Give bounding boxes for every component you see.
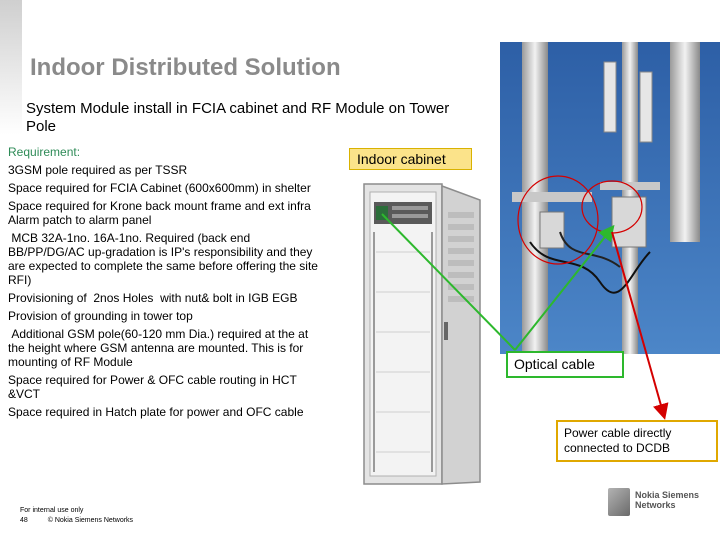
footer-row: 48 © Nokia Siemens Networks (20, 516, 151, 526)
requirements-list: Requirement: 3GSM pole required as per T… (8, 145, 320, 423)
list-item: Space required in Hatch plate for power … (8, 405, 304, 419)
list-item: Provision of grounding in tower top (8, 309, 193, 323)
indoor-cabinet-label: Indoor cabinet (349, 148, 472, 170)
cabinet-image (363, 183, 481, 485)
list-item: Provisioning of 2nos Holes with nut& bol… (8, 291, 298, 305)
list-item: Additional GSM pole(60-120 mm Dia.) requ… (8, 327, 312, 369)
optical-cable-label: Optical cable (506, 351, 624, 378)
copyright: © Nokia Siemens Networks (47, 517, 134, 524)
requirements-heading: Requirement: (8, 145, 81, 159)
power-cable-label: Power cable directly connected to DCDB (556, 420, 718, 462)
page-title: Indoor Distributed Solution (30, 54, 341, 81)
list-item: MCB 32A-1no. 16A-1no. Required (back end… (8, 231, 318, 287)
tower-image (500, 42, 720, 354)
list-item: Space required for FCIA Cabinet (600x600… (8, 181, 311, 195)
corner-accent (0, 0, 22, 135)
logo-text: Nokia Siemens Networks (635, 490, 700, 510)
slide-subtitle: System Module install in FCIA cabinet an… (26, 100, 450, 135)
list-item: Space required for Krone back mount fram… (8, 199, 314, 227)
list-item: Space required for Power & OFC cable rou… (8, 373, 300, 401)
footer-internal: For internal use only (20, 507, 84, 514)
list-item: 3GSM pole required as per TSSR (8, 163, 188, 177)
nsn-logo: Nokia Siemens Networks (608, 482, 708, 528)
page-number: 48 (20, 517, 28, 524)
footer: For internal use only 48 © Nokia Siemens… (20, 506, 151, 526)
logo-mark-icon (608, 488, 630, 516)
